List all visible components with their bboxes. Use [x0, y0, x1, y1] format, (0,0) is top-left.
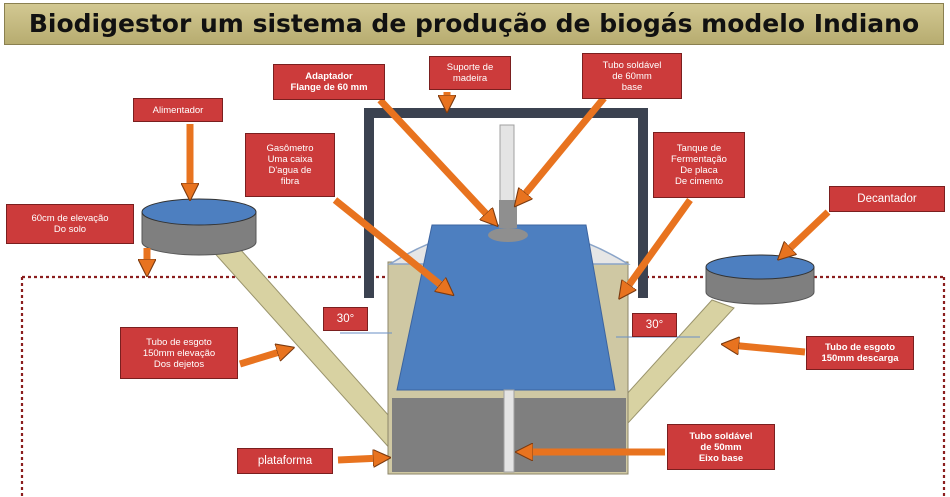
arrow-tubo-60	[520, 95, 607, 200]
diagram-title: Biodigestor um sistema de produção de bi…	[28, 9, 920, 38]
feeder-cylinder	[141, 198, 257, 256]
label-alimentador: Alimentador	[133, 98, 223, 122]
label-tubo-esgoto-descarga: Tubo de esgoto 150mm descarga	[806, 336, 914, 370]
annotation-arrows	[147, 92, 831, 460]
label-tanque: Tanque de Fermentação De placa De ciment…	[653, 132, 745, 198]
label-tubo-esgoto-elevacao: Tubo de esgoto 150mm elevação Dos dejeto…	[120, 327, 238, 379]
label-adaptador: Adaptador Flange de 60 mm	[273, 64, 385, 100]
label-gasometro: Gasômetro Uma caixa D'agua de fibra	[245, 133, 335, 197]
flange-adapter	[488, 200, 528, 242]
arrow-tanque	[624, 197, 693, 292]
decanter-cylinder	[705, 254, 815, 305]
wooden-support-frame	[364, 108, 648, 298]
label-elevacao: 60cm de elevação Do solo	[6, 204, 134, 244]
inlet-sewage-pipe	[209, 239, 415, 453]
arrow-adaptador	[377, 97, 492, 220]
label-angle-left: 30°	[323, 307, 368, 331]
label-decantador: Decantador	[829, 186, 945, 212]
arrow-tubo-descarga	[730, 345, 806, 356]
label-suporte: Suporte de madeira	[429, 56, 511, 90]
arrow-decantador	[784, 209, 831, 254]
gasometer	[396, 224, 616, 391]
arrow-plataforma	[337, 458, 382, 460]
label-plataforma: plataforma	[237, 448, 333, 474]
label-angle-right: 30°	[632, 313, 677, 337]
arrow-tubo-elevacao	[238, 350, 286, 368]
title-bar: Biodigestor um sistema de produção de bi…	[4, 3, 944, 45]
label-tubo-soldavel-50: Tubo soldável de 50mm Eixo base	[667, 424, 775, 470]
label-tubo-soldavel-60: Tubo soldável de 60mm base	[582, 53, 682, 99]
arrow-gasometro	[332, 197, 447, 290]
